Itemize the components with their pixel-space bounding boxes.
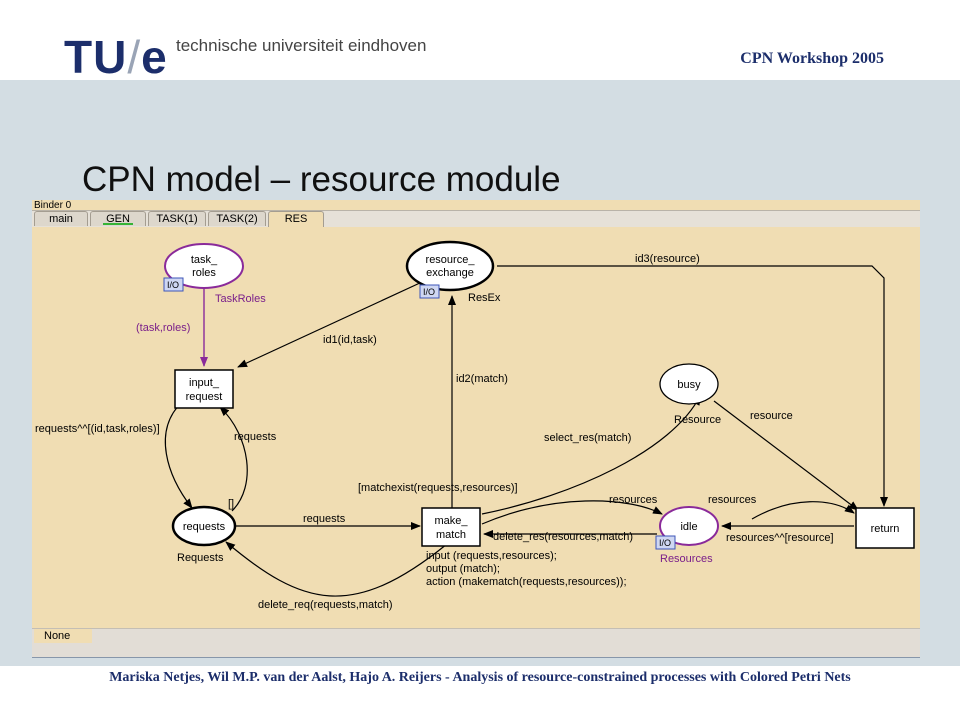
- logo-slash: /: [127, 31, 142, 83]
- transition-input-request-line2: request: [186, 391, 223, 403]
- tab-main[interactable]: main: [34, 211, 88, 226]
- label-requests-append: requests^^[(id,task,roles)]: [35, 423, 160, 435]
- place-resource-exchange[interactable]: resource_ exchange I/O ResEx: [405, 240, 501, 304]
- tab-gen-underline: [103, 223, 133, 225]
- tab-res[interactable]: RES: [268, 211, 324, 227]
- petri-net-canvas[interactable]: task_ roles I/O TaskRoles resource_ exch…: [32, 226, 920, 628]
- arc-resources-return: [751, 501, 855, 520]
- port-tag-resource-exchange: [419, 284, 440, 299]
- tab-gen-label: GEN: [106, 213, 130, 225]
- place-busy[interactable]: busy Resource: [659, 363, 721, 426]
- tab-task2[interactable]: TASK(2): [208, 211, 266, 226]
- tue-logo: TU/e: [64, 34, 168, 80]
- transition-make-match[interactable]: make_ match: [421, 507, 481, 547]
- place-resource-exchange-line2: exchange: [426, 267, 474, 279]
- label-resource: resource: [750, 410, 793, 422]
- tab-gen[interactable]: GEN: [90, 211, 146, 226]
- footer-rule: [32, 657, 920, 658]
- label-delete-req: delete_req(requests,match): [258, 599, 393, 611]
- label-id3: id3(resource): [635, 253, 700, 265]
- label-resources-b: resources: [708, 494, 757, 506]
- place-requests[interactable]: requests Requests: [171, 505, 237, 564]
- code-action: action (makematch(requests,resources));: [426, 576, 627, 588]
- place-task-roles-line2: roles: [192, 267, 216, 279]
- code-output: output (match);: [426, 563, 500, 575]
- transition-make-match-line2: match: [436, 529, 466, 541]
- arc-delete-req: [225, 541, 448, 597]
- place-requests-label: requests: [183, 521, 226, 533]
- arc-requests-back: [219, 406, 248, 512]
- logo-e: e: [141, 31, 168, 83]
- label-empty-list: []: [228, 498, 234, 510]
- label-resources-append: resources^^[resource]: [726, 532, 834, 544]
- logo-tu: TU: [64, 31, 128, 83]
- status-bar: [32, 628, 920, 657]
- port-task-roles: I/O: [167, 280, 179, 290]
- label-task-roles-arc: (task,roles): [136, 322, 190, 334]
- label-guard: [matchexist(requests,resources)]: [358, 482, 518, 494]
- code-input: input (requests,resources);: [426, 550, 557, 562]
- port-tag-idle: [655, 535, 676, 550]
- place-idle-label: idle: [680, 521, 697, 533]
- label-resources-a: resources: [609, 494, 658, 506]
- place-task-roles[interactable]: task_ roles I/O TaskRoles: [163, 243, 266, 305]
- type-task-roles: TaskRoles: [215, 293, 266, 305]
- label-id2: id2(match): [456, 373, 508, 385]
- university-name: technische universiteit eindhoven: [176, 36, 427, 55]
- label-requests-to-match: requests: [303, 513, 346, 525]
- transition-make-match-line1: make_: [434, 515, 468, 527]
- tab-task1[interactable]: TASK(1): [148, 211, 206, 226]
- port-tag-task-roles: [163, 277, 184, 292]
- arc-id3: [497, 265, 888, 507]
- transition-return-label: return: [871, 523, 900, 535]
- arc-resource-busy: [713, 400, 859, 511]
- transition-input-request[interactable]: input_ request: [174, 369, 234, 409]
- type-idle: Resources: [660, 553, 713, 565]
- status-tab-none[interactable]: None: [34, 629, 92, 643]
- arc-requests-append: [164, 401, 193, 509]
- port-resource-exchange: I/O: [423, 287, 435, 297]
- place-busy-label: busy: [677, 379, 701, 391]
- label-select-res: select_res(match): [544, 432, 631, 444]
- port-idle: I/O: [659, 538, 671, 548]
- footer-authors: Mariska Netjes, Wil M.P. van der Aalst, …: [109, 670, 851, 685]
- type-requests: Requests: [177, 552, 224, 564]
- place-resource-exchange-line1: resource_: [426, 254, 476, 266]
- type-resource-exchange: ResEx: [468, 292, 501, 304]
- place-task-roles-line1: task_: [191, 254, 218, 266]
- arc-id1: [237, 281, 423, 368]
- transition-return[interactable]: return: [855, 507, 915, 549]
- place-idle[interactable]: idle I/O Resources: [655, 506, 719, 565]
- label-delete-res: delete_res(resources,match): [493, 531, 633, 543]
- slide-title: CPN model – resource module: [82, 160, 561, 199]
- transition-input-request-line1: input_: [189, 377, 220, 389]
- arc-select-res: [481, 395, 701, 515]
- arc-resources-idle: [481, 500, 663, 525]
- event-name: CPN Workshop 2005: [740, 50, 884, 67]
- binder-label: Binder 0: [34, 200, 72, 211]
- type-busy: Resource: [674, 414, 721, 426]
- label-requests-back: requests: [234, 431, 277, 443]
- label-id1: id1(id,task): [323, 334, 377, 346]
